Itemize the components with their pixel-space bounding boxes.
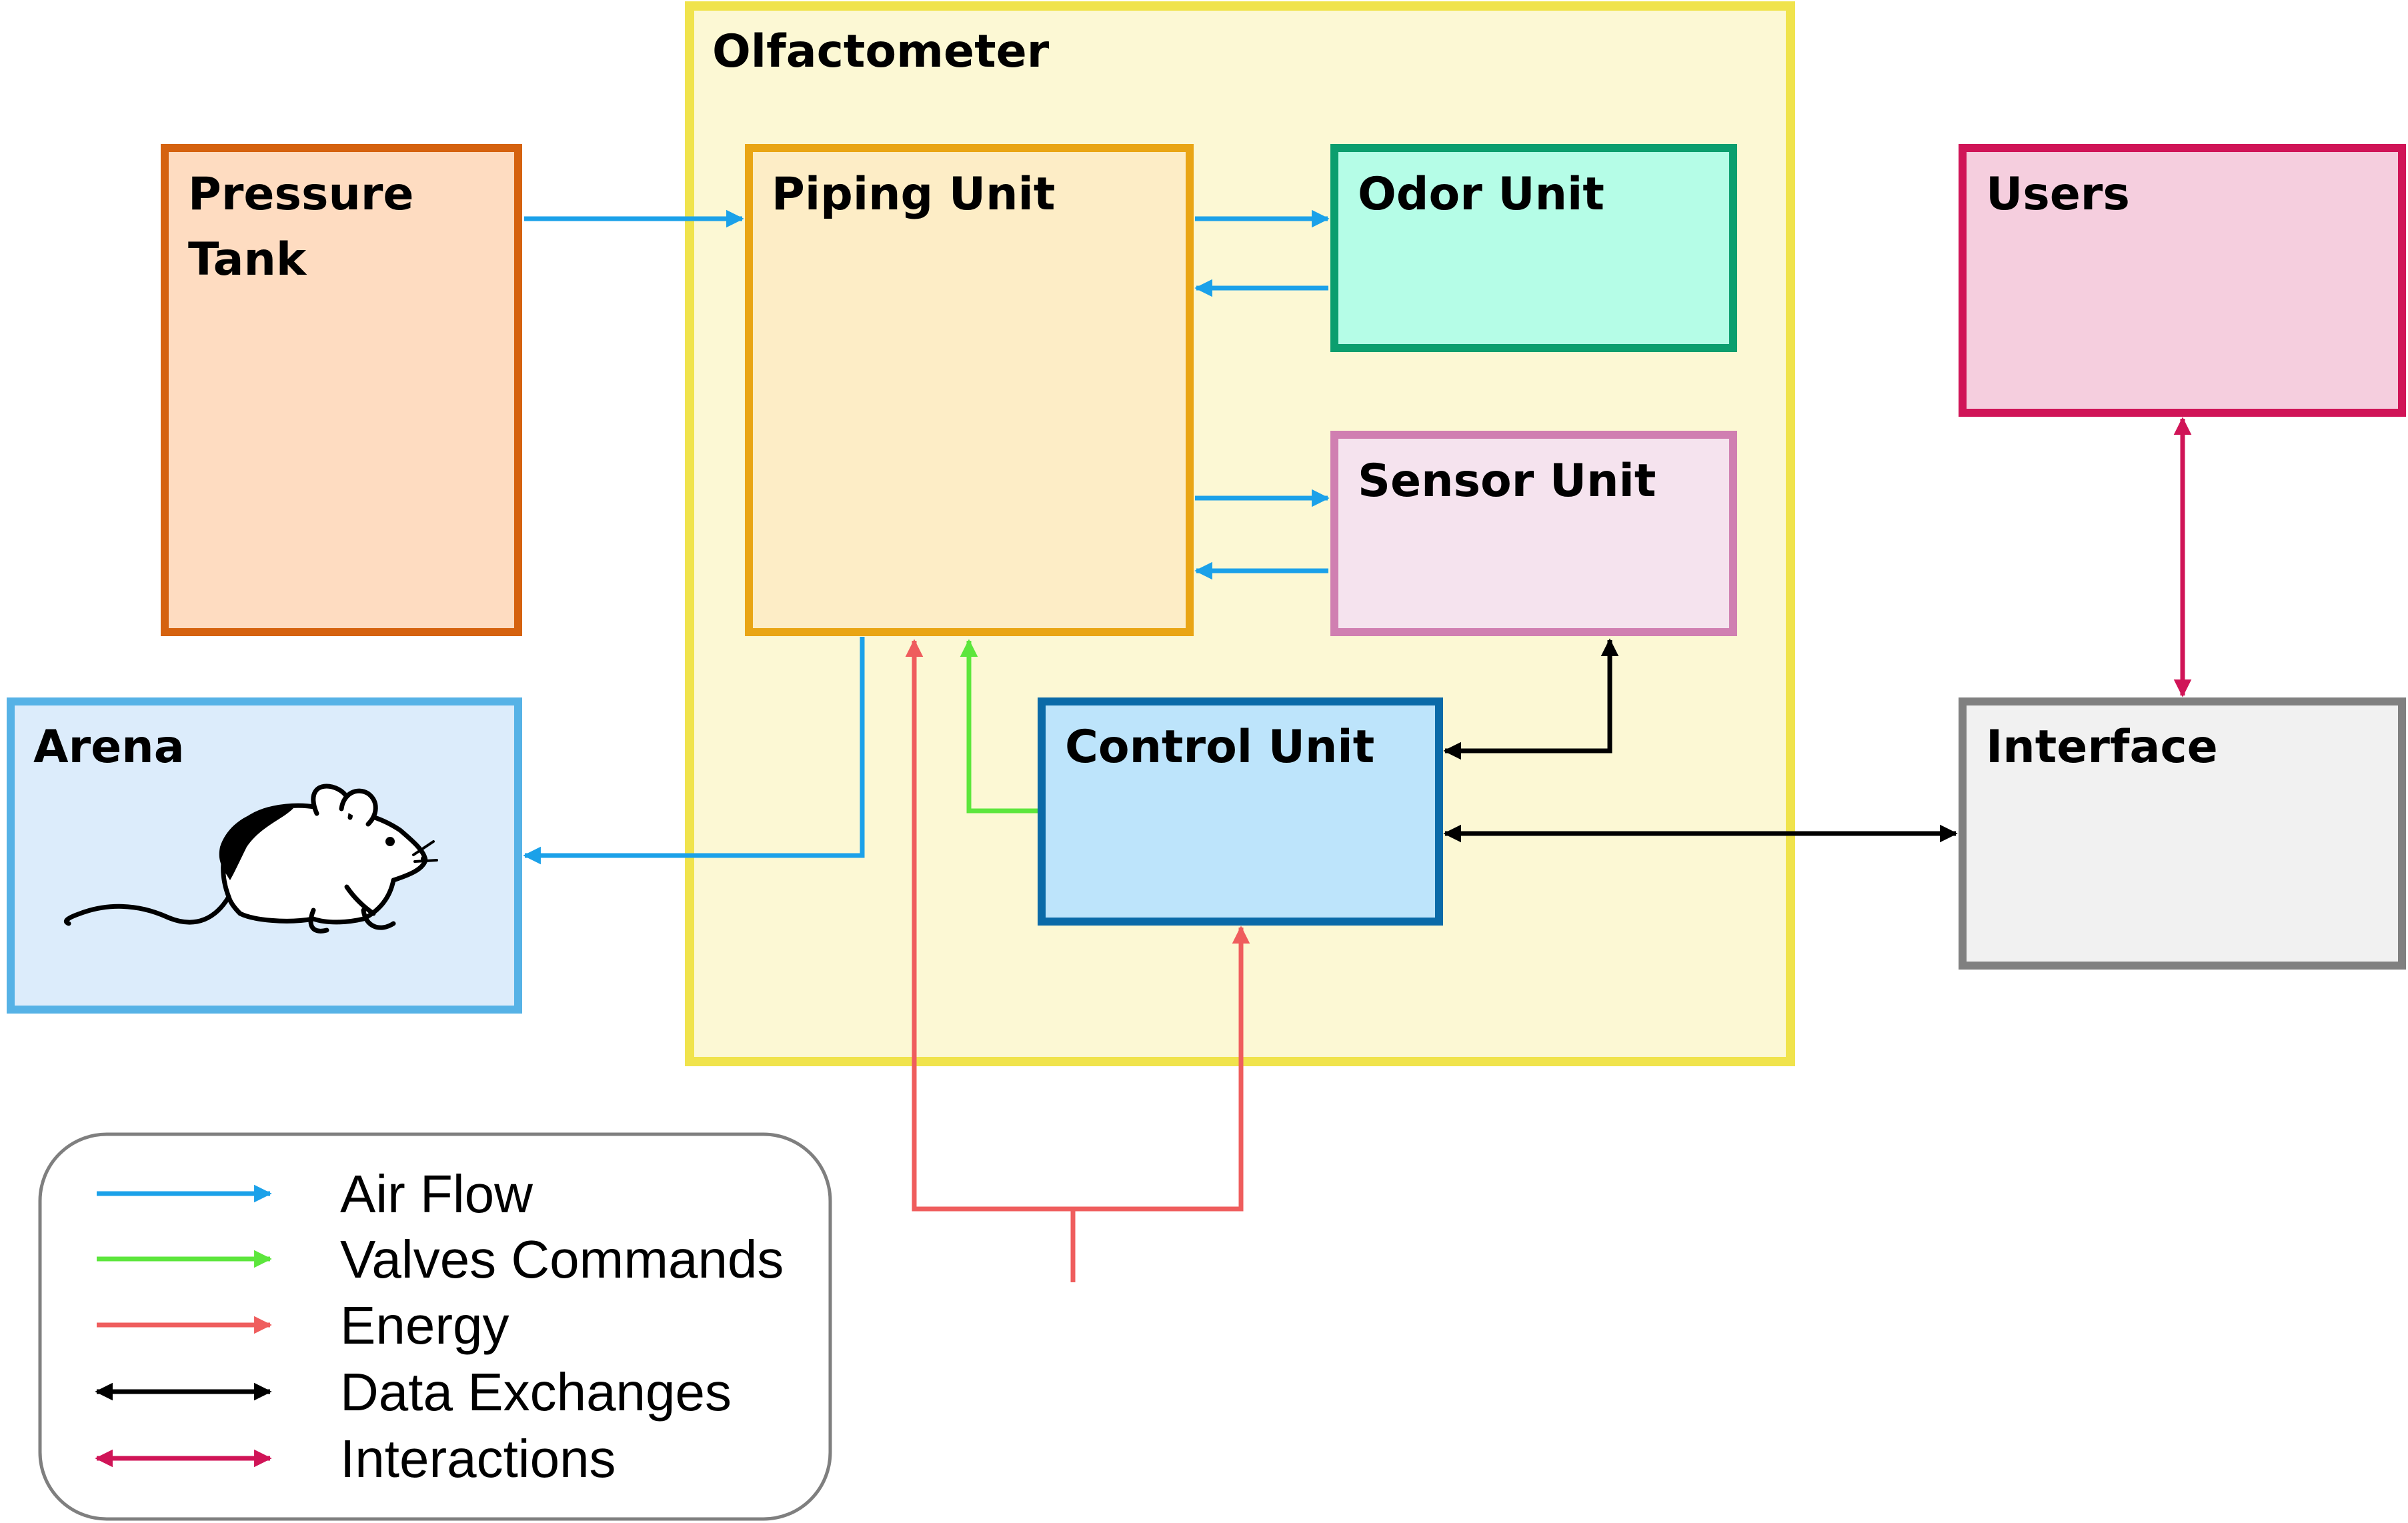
- users-block: [1959, 144, 2406, 417]
- odor-unit-block: [1330, 144, 1737, 352]
- users-label: Users: [1986, 168, 2130, 221]
- olfactometer-title: Olfactometer: [712, 25, 1050, 78]
- arena-label: Arena: [33, 721, 185, 774]
- legend-label-air-flow: Air Flow: [340, 1164, 533, 1224]
- control-unit-label: Control Unit: [1065, 721, 1374, 774]
- legend-box: [38, 1132, 832, 1521]
- energy-to-piping: [905, 639, 1076, 1282]
- pressure-tank-label: Pressure: [188, 168, 414, 221]
- air-piping-to-arena: [523, 637, 865, 865]
- legend-label-energy: Energy: [340, 1296, 509, 1355]
- air-flow-connectors: [523, 209, 1330, 865]
- piping-unit-label: Piping Unit: [772, 168, 1055, 221]
- control-unit-block: [1038, 697, 1443, 926]
- valves-control-to-piping: [960, 639, 1038, 814]
- energy-connectors: [905, 639, 1250, 1282]
- mouse-icon: [63, 784, 438, 934]
- legend-label-data-exchanges: Data Exchanges: [340, 1362, 732, 1422]
- pressure-tank-label-line2: Tank: [188, 233, 307, 286]
- energy-to-control: [1073, 926, 1250, 1212]
- interface-block: [1959, 697, 2406, 970]
- data-control-sensor: [1443, 638, 1619, 760]
- legend-label-interactions: Interactions: [340, 1429, 616, 1488]
- sensor-unit-block: [1330, 431, 1737, 636]
- legend-label-valves-commands: Valves Commands: [340, 1230, 784, 1289]
- piping-unit-block: [745, 144, 1194, 636]
- pressure-tank-block: [161, 144, 522, 636]
- interface-label: Interface: [1986, 721, 2218, 774]
- odor-unit-label: Odor Unit: [1358, 168, 1604, 221]
- sensor-unit-label: Sensor Unit: [1358, 455, 1656, 507]
